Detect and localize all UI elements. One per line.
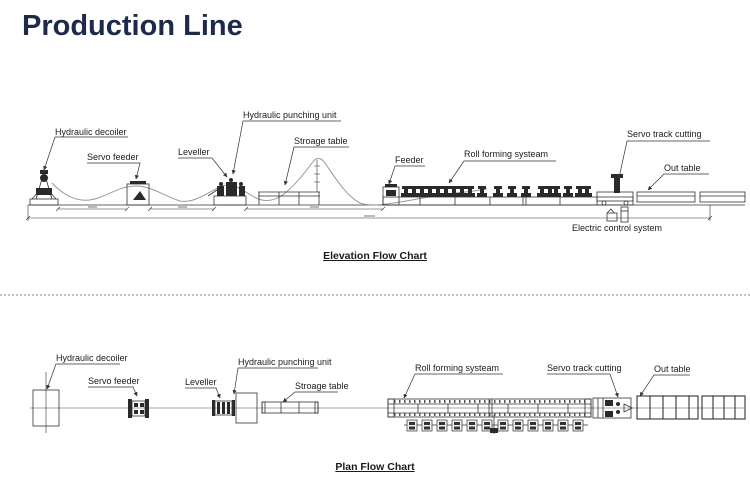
storage-table-plan <box>261 401 319 414</box>
label-plan-out-table: Out table <box>654 364 691 374</box>
servo-feeder-elevation <box>126 181 150 206</box>
plan-caption: Plan Flow Chart <box>335 461 415 473</box>
label-plan-servo-feeder: Servo feeder <box>88 376 140 386</box>
label-elev-hydraulic-punching: Hydraulic punching unit <box>243 110 337 120</box>
label-elev-leveller: Leveller <box>178 147 210 157</box>
label-elev-servo-track-cutting: Servo track cutting <box>627 129 702 139</box>
strip-wave <box>51 158 488 206</box>
out-table-elevation <box>636 191 746 203</box>
leader-lines-elevation <box>43 120 710 191</box>
label-elev-electric-control: Electric control system <box>572 223 663 233</box>
track-cutting-plan <box>592 397 633 419</box>
decoiler-elevation <box>29 170 59 206</box>
leader-lines-plan <box>46 363 690 403</box>
track-cutting-elevation <box>596 174 634 206</box>
label-elev-hydraulic-decoiler: Hydraulic decoiler <box>55 127 127 137</box>
decoiler-plan <box>32 372 60 433</box>
electric-control-elevation <box>606 206 629 223</box>
roll-forming-elevation <box>382 185 634 206</box>
label-elev-servo-feeder: Servo feeder <box>87 152 139 162</box>
section-divider <box>0 294 750 296</box>
plan-drawing <box>30 363 746 434</box>
feeder-elevation <box>382 184 400 206</box>
elevation-drawing <box>25 120 746 223</box>
leveller-punch-plan <box>212 392 258 424</box>
label-plan-hydraulic-decoiler: Hydraulic decoiler <box>56 353 128 363</box>
leveller-punch-elevation <box>207 178 247 206</box>
label-elev-out-table: Out table <box>664 163 701 173</box>
label-plan-servo-track-cutting: Servo track cutting <box>547 363 622 373</box>
out-table-plan <box>636 395 746 420</box>
label-plan-roll-forming: Roll forming systeam <box>415 363 500 373</box>
label-plan-leveller: Leveller <box>185 377 217 387</box>
label-elev-feeder: Feeder <box>395 155 424 165</box>
label-elev-roll-forming: Roll forming systeam <box>464 149 549 159</box>
elevation-caption: Elevation Flow Chart <box>323 250 427 262</box>
label-elev-stroage-table: Stroage table <box>294 136 348 146</box>
roll-forming-plan <box>387 398 592 434</box>
label-plan-stroage-table: Stroage table <box>295 381 349 391</box>
dimension-lines-elevation <box>25 205 713 221</box>
page-title: Production Line <box>22 10 243 42</box>
servo-feeder-plan <box>128 399 149 418</box>
storage-table-elevation <box>258 160 320 205</box>
label-plan-hydraulic-punching: Hydraulic punching unit <box>238 357 332 367</box>
